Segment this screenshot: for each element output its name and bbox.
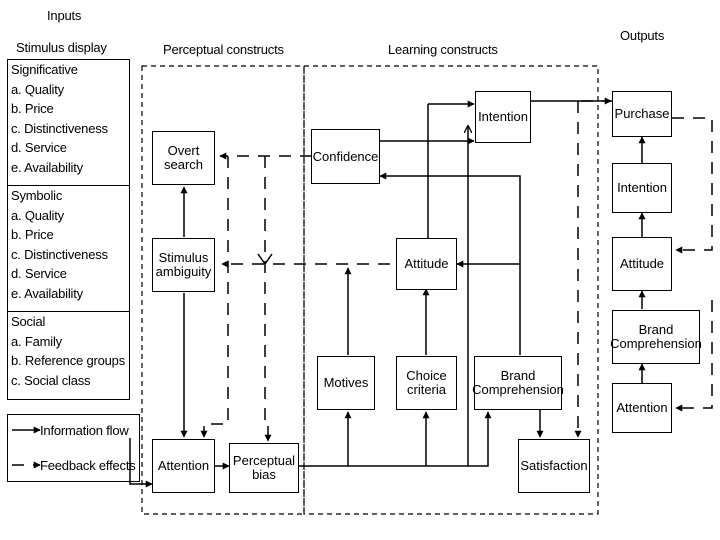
output-attitude-box: Attitude bbox=[612, 237, 672, 291]
input-item: c. Distinctiveness bbox=[11, 246, 108, 262]
input-item: a. Quality bbox=[11, 207, 64, 223]
output-intention-box: Intention bbox=[612, 163, 672, 213]
output-intention-label: Intention bbox=[617, 180, 667, 195]
perceptual-frame bbox=[141, 65, 305, 515]
input-item: b. Reference groups bbox=[11, 353, 125, 368]
social-title: Social bbox=[11, 314, 46, 329]
significative-title: Significative bbox=[11, 62, 78, 77]
output-brand-comprehension-label: Brand Comprehension bbox=[610, 322, 702, 351]
perceptual-bias-box: Perceptual bias bbox=[229, 443, 299, 493]
intention-label: Intention bbox=[478, 109, 528, 124]
output-attention-box: Attention bbox=[612, 383, 672, 433]
perceptual-bias-label: Perceptual bias bbox=[232, 453, 296, 482]
symbolic-title: Symbolic bbox=[11, 188, 63, 203]
output-brand-comprehension-box: Brand Comprehension bbox=[610, 310, 702, 364]
legend-information-flow: Information flow bbox=[40, 423, 129, 438]
feedback-junction-chevron bbox=[257, 253, 273, 266]
input-item: c. Social class bbox=[11, 372, 91, 388]
flow-bus-to-brand bbox=[468, 411, 492, 467]
inputs-heading: Inputs bbox=[47, 8, 82, 23]
legend: Information flow Feedback effects bbox=[7, 414, 140, 482]
purchase-box: Purchase bbox=[612, 91, 672, 137]
social-input-box: Social a. Family b. Reference groups c. … bbox=[7, 311, 130, 400]
attention-label: Attention bbox=[157, 458, 210, 473]
choice-criteria-label: Choice criteria bbox=[406, 368, 447, 397]
learning-frame bbox=[303, 65, 599, 515]
learning-constructs-heading: Learning constructs bbox=[388, 42, 498, 57]
attitude-box: Attitude bbox=[396, 238, 457, 290]
input-item: e. Availability bbox=[11, 159, 83, 175]
input-item: d. Service bbox=[11, 140, 67, 155]
learning-brand-comprehension-box: Brand Comprehension bbox=[472, 356, 564, 410]
feedback-overt-to-attention bbox=[200, 156, 229, 438]
significative-input-box: Significative a. Quality b. Price c. Dis… bbox=[7, 59, 130, 186]
feedback-purchase-to-attitude bbox=[672, 117, 713, 254]
flow-brand-to-confidence bbox=[379, 172, 521, 264]
overt-search-label: Overt search bbox=[163, 143, 204, 172]
attitude-label: Attitude bbox=[404, 256, 449, 271]
feedback-lines bbox=[12, 100, 713, 469]
construct-frames bbox=[141, 65, 599, 515]
symbolic-input-box: Symbolic a. Quality b. Price c. Distinct… bbox=[7, 185, 130, 312]
legend-feedback-effects: Feedback effects bbox=[40, 458, 136, 473]
input-item: d. Service bbox=[11, 266, 67, 281]
input-item: b. Price bbox=[11, 101, 54, 116]
confidence-label: Confidence bbox=[312, 148, 379, 164]
feedback-ambiguity-to-bias bbox=[264, 156, 272, 442]
output-attitude-label: Attitude bbox=[619, 256, 665, 271]
attention-box: Attention bbox=[152, 439, 215, 493]
brand-comprehension-label: Brand Comprehension bbox=[472, 368, 564, 397]
stimulus-ambiguity-box: Stimulus ambiguity bbox=[152, 238, 215, 292]
input-item: e. Availability bbox=[11, 285, 83, 301]
input-item: a. Quality bbox=[11, 81, 64, 97]
choice-criteria-box: Choice criteria bbox=[396, 356, 457, 410]
confidence-box: Confidence bbox=[311, 129, 380, 184]
intention-box: Intention bbox=[475, 91, 531, 143]
purchase-label: Purchase bbox=[614, 106, 670, 121]
feedback-purchase-to-attention bbox=[675, 300, 713, 412]
output-attention-label: Attention bbox=[616, 400, 668, 415]
flow-input-to-attention bbox=[129, 438, 153, 488]
information-flow-lines bbox=[12, 97, 646, 488]
perceptual-constructs-heading: Perceptual constructs bbox=[163, 42, 284, 57]
input-item: b. Price bbox=[11, 227, 54, 242]
satisfaction-box: Satisfaction bbox=[518, 439, 590, 493]
motives-box: Motives bbox=[317, 356, 375, 410]
motives-label: Motives bbox=[323, 375, 369, 390]
satisfaction-label: Satisfaction bbox=[520, 458, 588, 473]
input-item: a. Family bbox=[11, 333, 62, 349]
input-item: c. Distinctiveness bbox=[11, 120, 108, 136]
stimulus-display-heading: Stimulus display bbox=[16, 40, 107, 55]
overt-search-box: Overt search bbox=[152, 131, 215, 185]
outputs-heading: Outputs bbox=[620, 28, 665, 43]
stimulus-ambiguity-label: Stimulus ambiguity bbox=[155, 250, 212, 279]
